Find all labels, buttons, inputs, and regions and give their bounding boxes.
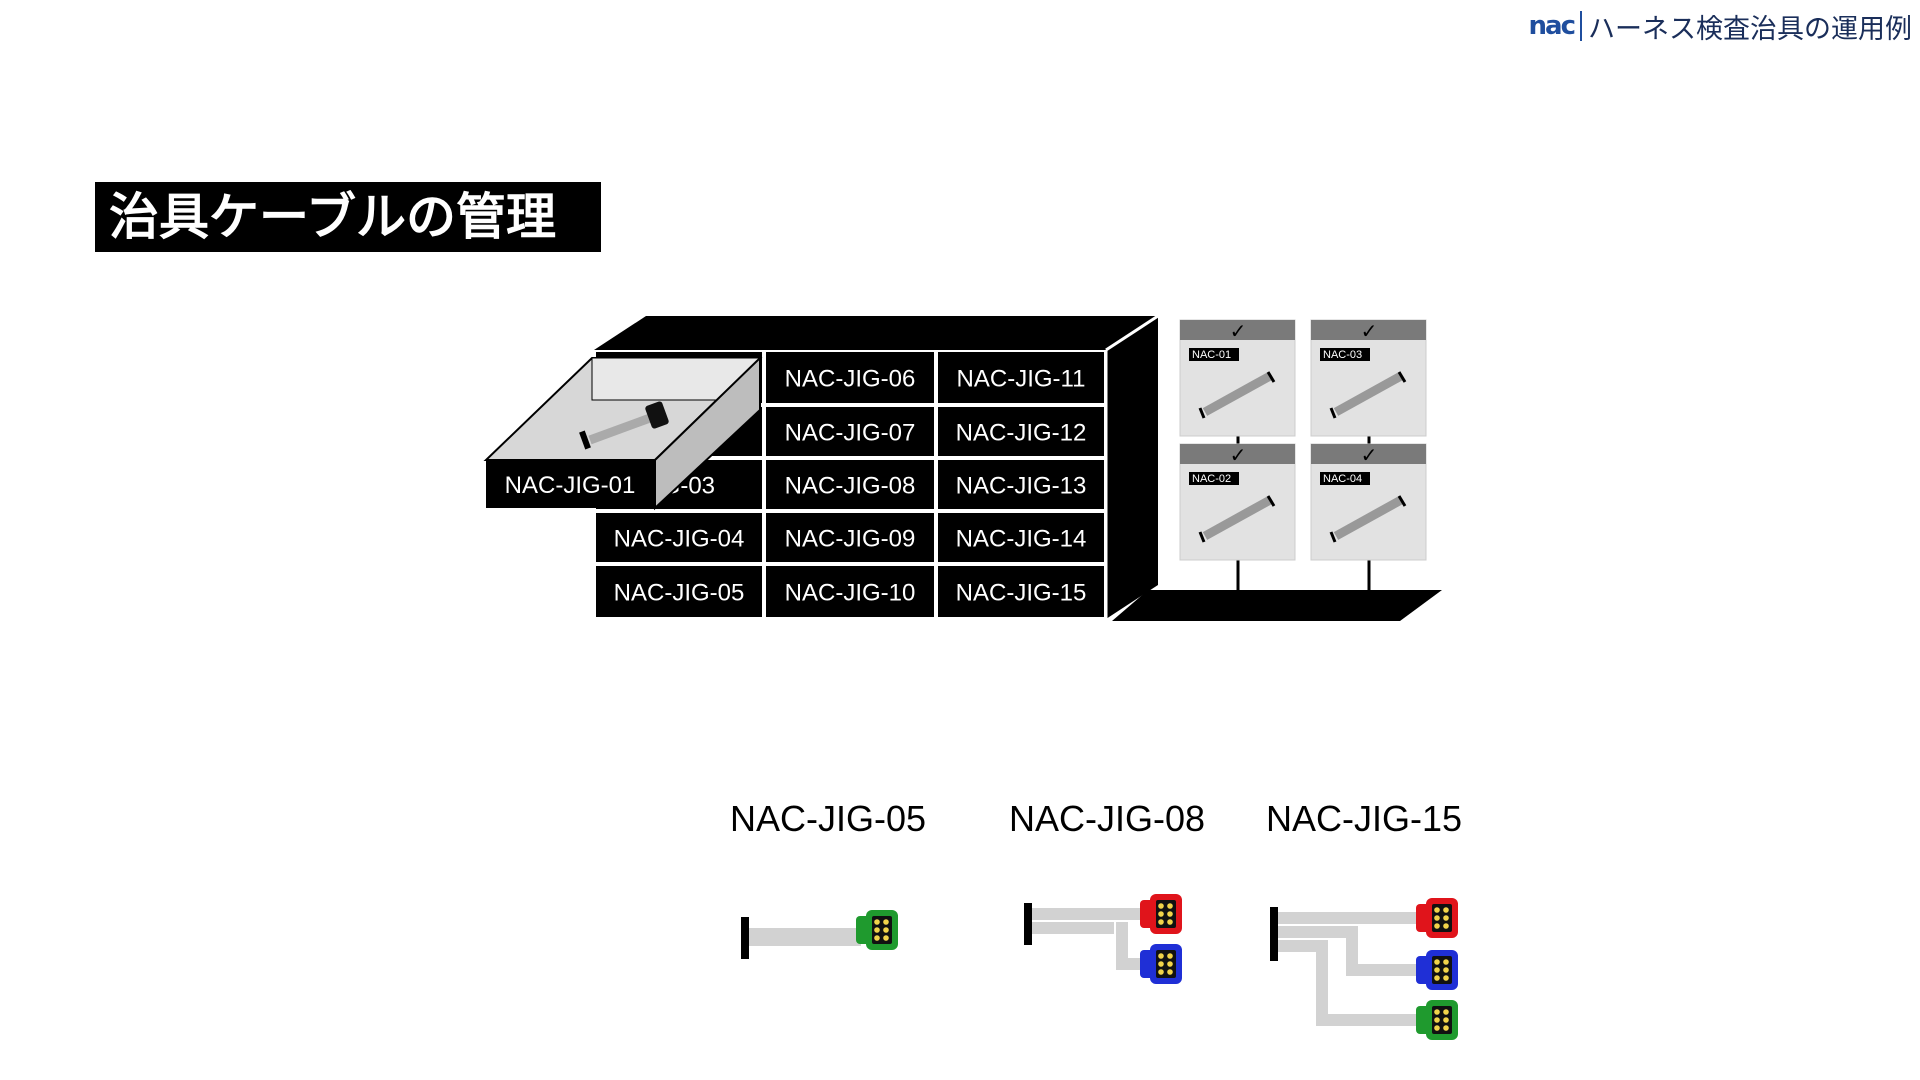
header-title: ハーネス検査治具の運用例 [1588,13,1912,45]
drawer-label: NAC-JIG-11 [957,366,1086,393]
connector-icon [1140,944,1182,984]
tag-label: NAC-01 [1192,349,1231,361]
drawer-label: NAC-JIG-04 [614,526,745,553]
sample-title: NAC-JIG-08 [1008,798,1206,839]
drawer[interactable]: NAC-JIG-08 [764,458,936,511]
header: nac ハーネス検査治具の運用例 [1529,6,1912,46]
panel-hanger [1311,444,1426,464]
connector-icon [1140,894,1182,934]
drawer[interactable]: NAC-JIG-09 [764,511,936,564]
drawer[interactable]: NAC-JIG-12 [936,405,1106,458]
tag-badge [1189,348,1239,361]
drawer-label: NAC-JIG-14 [956,526,1087,553]
drawer-label: NAC-JIG-09 [785,526,916,553]
cable-icon [1333,372,1404,416]
open-drawer-label: NAC-JIG-01 [505,472,636,499]
tag-label: NAC-03 [1323,349,1362,361]
drawer[interactable]: NAC-JIG-11 [936,350,1106,405]
panel-hanger [1180,444,1295,464]
cabinet-side [1106,316,1158,619]
plug-end [1024,903,1032,945]
drawer[interactable]: NAC-JIG-04 [594,511,764,564]
tag-badge [1189,472,1239,485]
drawer[interactable]: NAC-JIG-10 [764,564,936,619]
check-icon: ✓ [1361,321,1378,343]
company-logo: nac [1528,11,1576,41]
check-icon: ✓ [1361,445,1378,467]
drawer-label: NAC-JIG-05 [614,580,745,607]
drawer-label: NAC-JIG-10 [785,580,916,607]
connector-icon [1416,898,1458,938]
drawer-label: NAC-JIG-13 [956,473,1087,500]
cable-icon [1202,496,1273,540]
drawer[interactable]: NAC-JIG-13 [936,458,1106,511]
connector-icon [1416,950,1458,990]
panel-hanger [1311,320,1426,340]
connector-icon [856,910,898,950]
drawer-cable-icon [579,401,669,450]
drawer-label: NAC-JIG-06 [785,366,916,393]
sample-title: NAC-JIG-15 [1265,798,1463,839]
sample-cable [1270,898,1458,1040]
drawer-label: NAC-JIG-07 [785,420,916,447]
open-drawer[interactable]: NAC-JIG-01 [483,355,763,511]
sample-cables [741,894,1458,1040]
sample-cable [1024,894,1182,984]
drawer[interactable]: NAC-JIG-15 [936,564,1106,619]
tag-badge [1320,472,1370,485]
check-icon: ✓ [1230,445,1247,467]
drawer[interactable]: NAC-JIG-07 [764,405,936,458]
rack-base [1112,590,1442,621]
cabinet-top [594,316,1158,350]
drawer[interactable]: NAC-JIG-06 [764,350,936,405]
section-title: 治具ケーブルの管理 [95,182,601,252]
header-divider [1580,11,1582,41]
hanging-panel: ✓ NAC-04 [1310,443,1427,561]
tag-label: NAC-02 [1192,473,1231,485]
drawer[interactable]: NAC-JIG-05 [594,564,764,619]
sample-cable [741,910,898,959]
rack-panels: ✓ NAC-01 ✓ NAC-03 ✓ NAC-02 ✓ NAC-04 [1179,319,1427,561]
plug-end [1270,907,1278,961]
tag-badge [1320,348,1370,361]
drawer-label: NAC-JIG-12 [956,420,1087,447]
cable-icon [1333,496,1404,540]
cable-icon [1202,372,1273,416]
hanging-panel: ✓ NAC-02 [1179,443,1296,561]
drawer-label: NAC-JIG-15 [956,580,1087,607]
open-drawer-front [486,460,655,508]
hanging-panel: ✓ NAC-01 [1179,319,1296,437]
check-icon: ✓ [1230,321,1247,343]
drawer-label: NAC-JIG-08 [785,473,916,500]
panel-hanger [1180,320,1295,340]
tag-label: NAC-04 [1323,473,1362,485]
hanging-panel: ✓ NAC-03 [1310,319,1427,437]
sample-title: NAC-JIG-05 [729,798,927,839]
connector-icon [1416,1000,1458,1040]
drawer[interactable]: NAC-JIG-14 [936,511,1106,564]
plug-end [741,917,749,959]
